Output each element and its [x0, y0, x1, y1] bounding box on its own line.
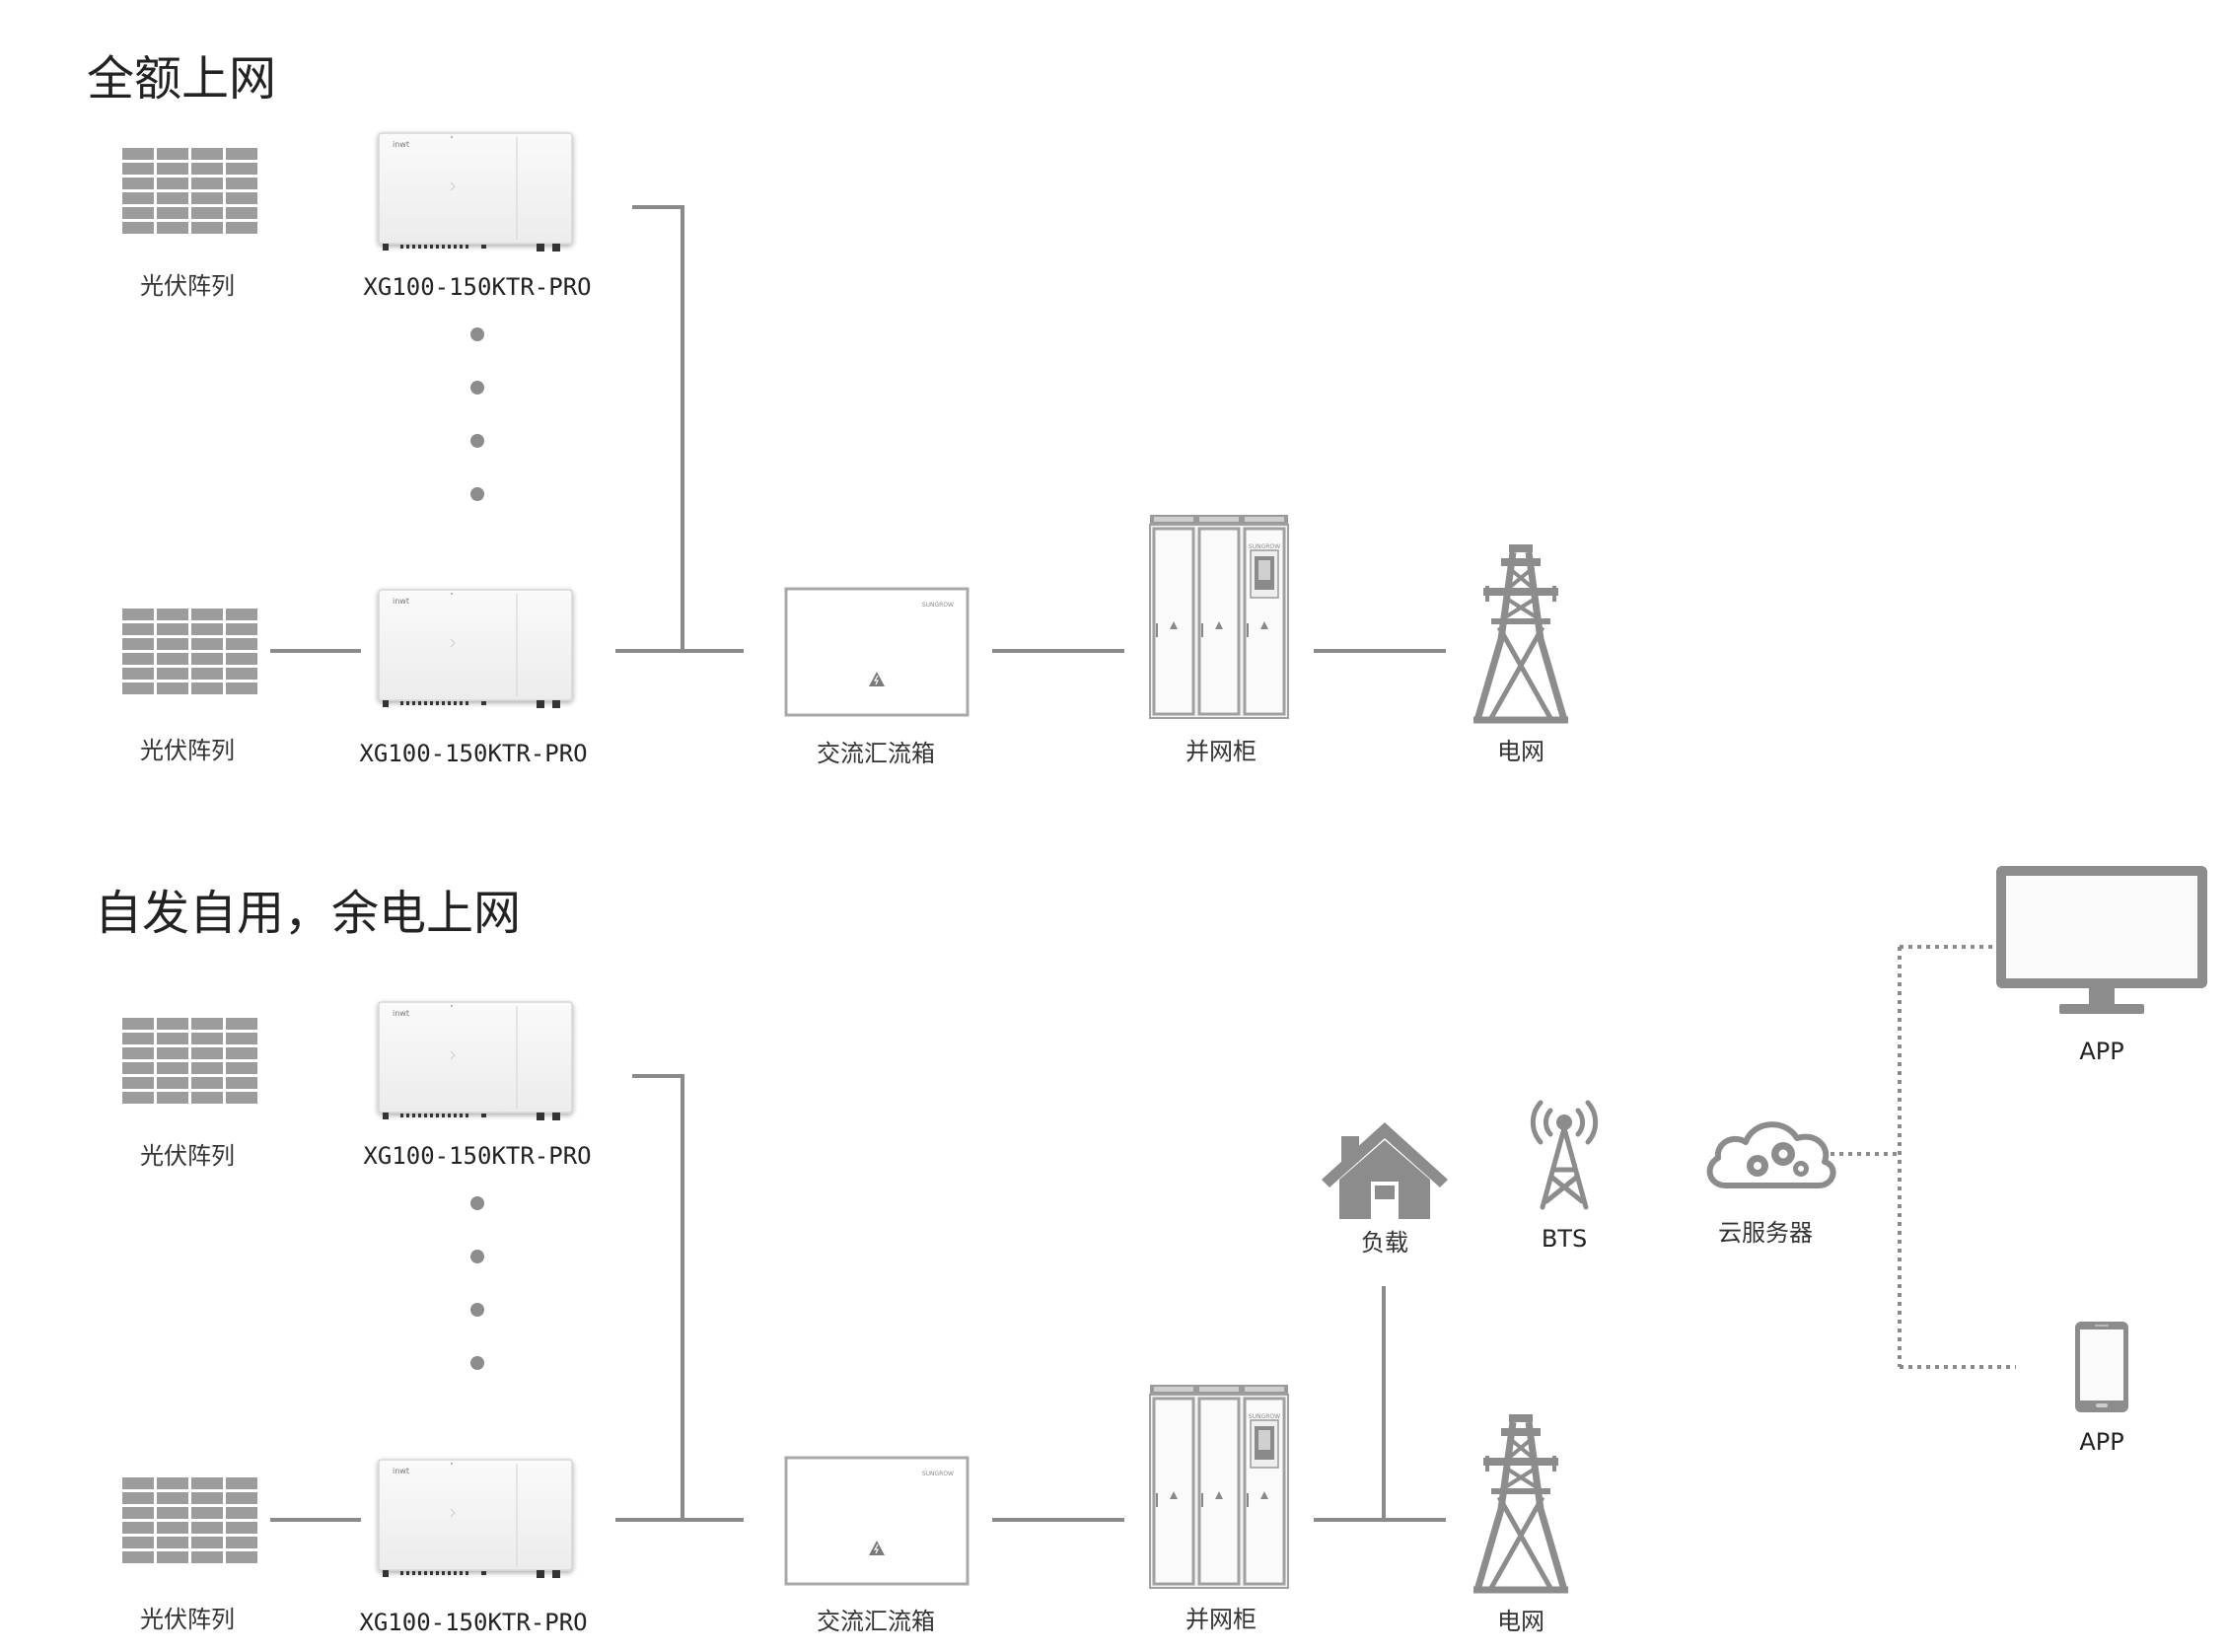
inverter-brand: inwt — [393, 140, 409, 149]
pv-array-label: 光伏阵列 — [140, 1606, 235, 1633]
dotted-links — [1831, 945, 2016, 1369]
inverter: inwt — [379, 1002, 572, 1120]
pv-array — [122, 609, 257, 694]
grid-tie-cabinet: SUNGROW — [1148, 1383, 1290, 1590]
combiner-brand: SUNGROW — [922, 602, 954, 609]
wires — [270, 1074, 1446, 1522]
combiner-label: 交流汇流箱 — [817, 1608, 935, 1635]
pv-array-label: 光伏阵列 — [140, 272, 235, 300]
monitor-app-label: APP — [2079, 1038, 2123, 1065]
pv-array-label: 光伏阵列 — [140, 1142, 235, 1170]
combiner-label: 交流汇流箱 — [817, 740, 935, 767]
inverter-label: XG100-150KTR-PRO — [363, 273, 591, 301]
load-label: 负载 — [1361, 1229, 1408, 1257]
pv-array — [122, 1018, 257, 1104]
grid-label: 电网 — [1497, 738, 1545, 765]
bts-antenna-icon — [1533, 1103, 1595, 1207]
grid-tie-cabinet: SUNGROW — [1148, 513, 1290, 720]
power-grid-tower-icon — [1473, 1414, 1568, 1590]
ellipsis-dots — [470, 1196, 484, 1370]
phone-icon — [2075, 1322, 2128, 1412]
cabinet-label: 并网柜 — [1185, 1606, 1257, 1633]
cloud-label: 云服务器 — [1718, 1219, 1813, 1247]
bts-label: BTS — [1542, 1225, 1587, 1253]
inverter: inwt — [379, 1460, 572, 1578]
section-title: 全额上网 — [87, 51, 276, 107]
power-grid-tower-icon — [1473, 544, 1568, 720]
inverter-brand: inwt — [393, 1009, 409, 1018]
monitor-icon — [1996, 866, 2207, 1014]
section-title: 自发自用，余电上网 — [95, 886, 521, 941]
grid-label: 电网 — [1497, 1608, 1545, 1635]
cabinet-brand: SUNGROW — [1249, 543, 1280, 550]
phone-app-label: APP — [2079, 1428, 2123, 1456]
cloud-server-icon — [1710, 1124, 1833, 1185]
house-icon — [1322, 1122, 1448, 1219]
ac-combiner-box: SUNGROW — [784, 587, 970, 717]
inverter-brand: inwt — [393, 1467, 409, 1475]
cabinet-label: 并网柜 — [1185, 738, 1257, 765]
inverter-label: XG100-150KTR-PRO — [363, 1142, 591, 1170]
ellipsis-dots — [470, 327, 484, 501]
ac-combiner-box: SUNGROW — [784, 1456, 970, 1586]
pv-array — [122, 148, 257, 234]
pv-array — [122, 1477, 257, 1563]
cabinet-brand: SUNGROW — [1249, 1413, 1280, 1420]
wires — [270, 205, 1446, 653]
inverter: inwt — [379, 590, 572, 708]
inverter-label: XG100-150KTR-PRO — [359, 1609, 587, 1636]
inverter-label: XG100-150KTR-PRO — [359, 740, 587, 767]
inverter-brand: inwt — [393, 597, 409, 606]
pv-array-label: 光伏阵列 — [140, 737, 235, 764]
inverter: inwt — [379, 133, 572, 251]
combiner-brand: SUNGROW — [922, 1471, 954, 1477]
